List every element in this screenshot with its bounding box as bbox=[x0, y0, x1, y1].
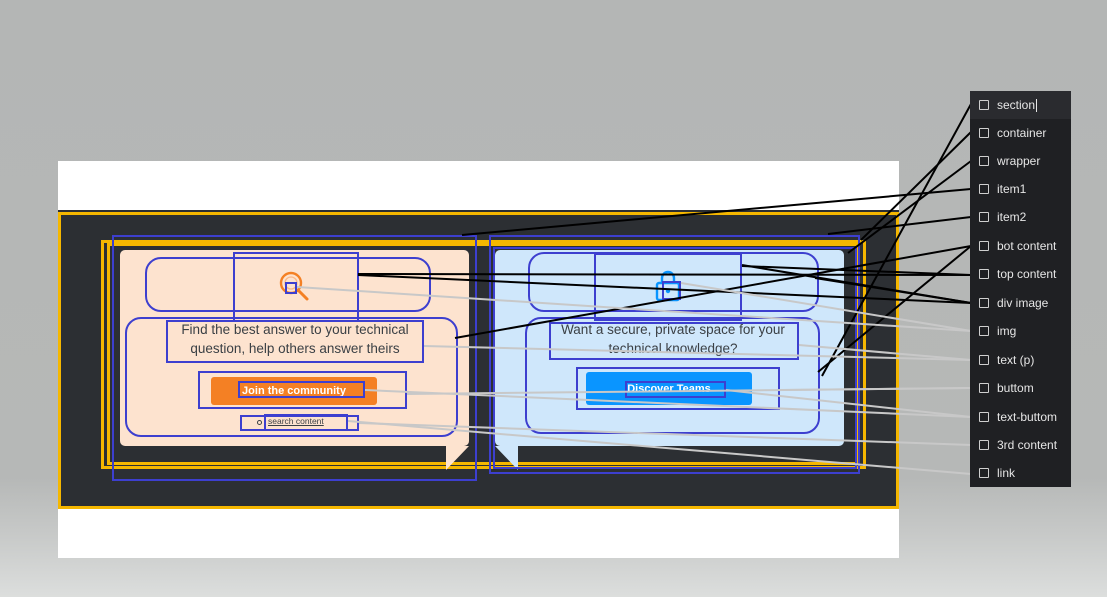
layer-checkbox[interactable] bbox=[979, 355, 989, 365]
layer-item-section[interactable]: section bbox=[970, 91, 1071, 119]
layer-item-div-image[interactable]: div image bbox=[970, 289, 1071, 317]
layer-label: top content bbox=[997, 267, 1057, 281]
layer-checkbox[interactable] bbox=[979, 156, 989, 166]
layer-checkbox[interactable] bbox=[979, 241, 989, 251]
layer-item-item2[interactable]: item2 bbox=[970, 203, 1071, 231]
layer-label: bot content bbox=[997, 239, 1057, 253]
layer-label: item1 bbox=[997, 182, 1027, 196]
layer-label: wrapper bbox=[997, 154, 1041, 168]
text-button-outline-1 bbox=[238, 381, 365, 398]
layer-item-text-buttom[interactable]: text-buttom bbox=[970, 403, 1071, 431]
layer-item-img[interactable]: img bbox=[970, 317, 1071, 345]
layer-checkbox[interactable] bbox=[979, 128, 989, 138]
layer-item-link[interactable]: link bbox=[970, 459, 1071, 487]
layer-checkbox[interactable] bbox=[979, 212, 989, 222]
layer-label: img bbox=[997, 324, 1017, 338]
layer-checkbox[interactable] bbox=[979, 440, 989, 450]
layer-label: link bbox=[997, 466, 1016, 480]
text-button-outline-2 bbox=[625, 381, 726, 398]
layer-item-3rd-content[interactable]: 3rd content bbox=[970, 431, 1071, 459]
layer-checkbox[interactable] bbox=[979, 383, 989, 393]
layer-item-top-content[interactable]: top content bbox=[970, 260, 1071, 288]
layer-item-item1[interactable]: item1 bbox=[970, 175, 1071, 203]
layer-item-text-p[interactable]: text (p) bbox=[970, 346, 1071, 374]
img-outline-2 bbox=[662, 281, 681, 300]
layer-item-bot-content[interactable]: bot content bbox=[970, 232, 1071, 260]
text-p-outline-1 bbox=[166, 320, 424, 363]
layer-checkbox[interactable] bbox=[979, 269, 989, 279]
layer-checkbox[interactable] bbox=[979, 468, 989, 478]
layer-checkbox[interactable] bbox=[979, 298, 989, 308]
img-outline-1 bbox=[285, 282, 297, 294]
layer-label: text-buttom bbox=[997, 410, 1058, 424]
text-p-outline-2 bbox=[549, 322, 799, 360]
layer-checkbox[interactable] bbox=[979, 184, 989, 194]
layer-label: container bbox=[997, 126, 1047, 140]
search-content-link[interactable]: search content bbox=[268, 416, 324, 426]
link-outline-1 bbox=[264, 414, 348, 431]
text-caret bbox=[1036, 98, 1038, 112]
layer-checkbox[interactable] bbox=[979, 412, 989, 422]
layer-item-container[interactable]: container bbox=[970, 119, 1071, 147]
layer-label: div image bbox=[997, 296, 1049, 310]
layer-checkbox[interactable] bbox=[979, 326, 989, 336]
layer-checkbox[interactable] bbox=[979, 100, 989, 110]
layer-item-wrapper[interactable]: wrapper bbox=[970, 147, 1071, 175]
layer-label: text (p) bbox=[997, 353, 1035, 367]
layer-label: 3rd content bbox=[997, 438, 1058, 452]
layer-panel: section container wrapper item1 item2 bo… bbox=[970, 91, 1071, 487]
layer-label: section bbox=[997, 98, 1036, 112]
bot-content-outline-1 bbox=[125, 317, 458, 437]
search-content-bullet bbox=[257, 420, 262, 425]
layer-item-buttom[interactable]: buttom bbox=[970, 374, 1071, 402]
layer-label: item2 bbox=[997, 210, 1027, 224]
layer-label: buttom bbox=[997, 381, 1034, 395]
